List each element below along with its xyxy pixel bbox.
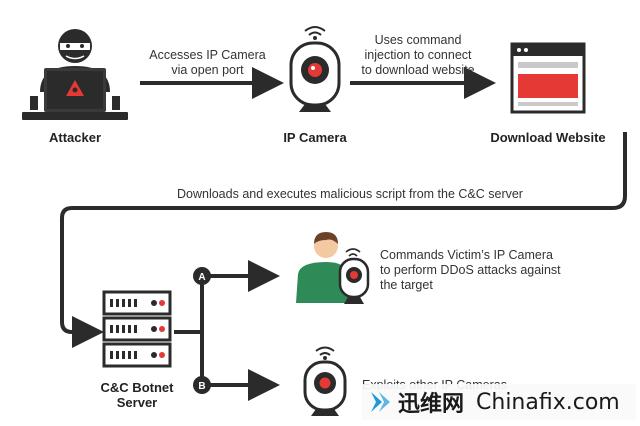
edge-label-camera-to-website: Uses command injection to connect to dow… — [352, 33, 484, 78]
svg-text:A: A — [198, 272, 205, 283]
attacker-icon — [22, 29, 128, 120]
edge-label-branch-a: Commands Victim’s IP Camera to perform D… — [380, 248, 561, 293]
connector-server-branch-b — [200, 332, 280, 401]
download-website-label: Download Website — [490, 130, 606, 145]
branch-a-marker: A — [193, 267, 211, 285]
cc-server-icon — [102, 290, 172, 368]
arrow-website-to-server — [60, 132, 627, 348]
victim-camera-icon — [338, 248, 370, 304]
victim-icon — [296, 232, 350, 303]
download-website-icon — [510, 42, 586, 114]
watermark: 迅维网 Chinafix.com — [362, 384, 636, 420]
cc-server-label-line2: Server — [116, 395, 158, 410]
ip-camera-icon — [289, 26, 341, 112]
edge-label-line: Accesses IP Camera — [149, 48, 266, 62]
edge-label-line: injection to connect — [364, 48, 472, 62]
cc-server-label: C&C Botnet Server — [92, 380, 182, 410]
other-ip-camera-icon — [303, 346, 347, 416]
edge-label-attacker-to-camera: Accesses IP Camera via open port — [135, 48, 280, 78]
connector-server-branch — [174, 260, 280, 334]
watermark-brand-cn: 迅维网 — [398, 392, 465, 417]
edge-label-line: the target — [380, 278, 433, 292]
edge-label-line: Commands Victim’s IP Camera — [380, 248, 553, 262]
svg-text:B: B — [198, 381, 205, 392]
edge-label-line: via open port — [171, 63, 244, 77]
attacker-label: Attacker — [48, 130, 102, 145]
watermark-arrow-icon — [371, 392, 390, 412]
branch-b-marker: B — [193, 376, 211, 394]
edge-label-line: Uses command — [374, 33, 462, 47]
edge-label-line: to download website — [361, 63, 475, 77]
cc-server-label-line1: C&C Botnet — [100, 380, 174, 395]
watermark-site: Chinafix.com — [476, 389, 620, 415]
edge-label-website-to-server: Downloads and executes malicious script … — [177, 187, 523, 201]
edge-label-line: to perform DDoS attacks against — [380, 263, 561, 277]
ip-camera-label: IP Camera — [283, 130, 347, 145]
